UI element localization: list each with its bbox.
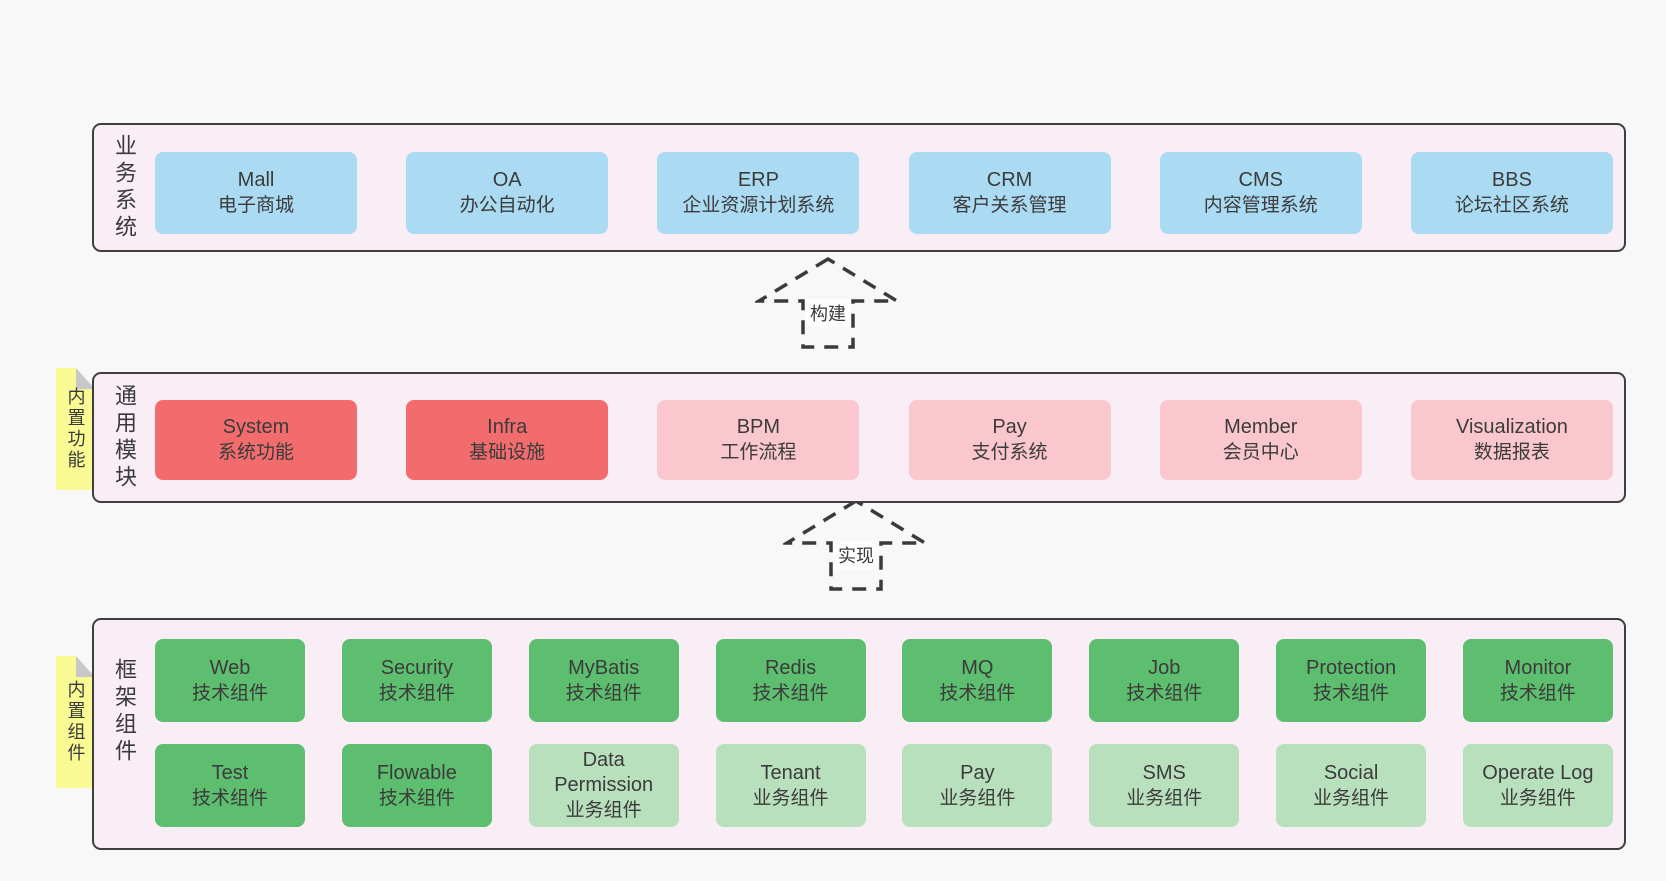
- box-system: System 系统功能: [155, 400, 357, 480]
- layer-label-common: 通用模块: [112, 383, 137, 492]
- arrow-up-icon: [755, 256, 901, 349]
- common-box-row: System 系统功能 Infra 基础设施 BPM 工作流程 Pay 支付系统…: [155, 400, 1613, 480]
- box-mq: MQ 技术组件: [902, 639, 1053, 722]
- framework-box-row-1: Web 技术组件 Security 技术组件 MyBatis 技术组件 Redi…: [155, 639, 1613, 722]
- layer-label-framework: 框架组件: [112, 658, 137, 766]
- box-monitor: Monitor 技术组件: [1462, 639, 1613, 722]
- box-bpm: BPM 工作流程: [657, 400, 860, 480]
- box-operate-log: Operate Log 业务组件: [1462, 744, 1613, 827]
- framework-box-row-2: Test 技术组件 Flowable 技术组件 Data Permission …: [155, 744, 1613, 827]
- layer-framework-components: 框架组件 Web 技术组件 Security 技术组件 MyBatis 技术组件…: [92, 618, 1626, 850]
- box-protection: Protection 技术组件: [1276, 639, 1427, 722]
- box-test: Test 技术组件: [155, 744, 305, 827]
- sticky-note-builtin-components: 内置组件: [56, 656, 95, 788]
- layer-label-business: 业务系统: [112, 133, 137, 242]
- layer-business-systems: 业务系统 Mall 电子商城 OA 办公自动化 ERP 企业资源计划系统 CRM…: [92, 123, 1626, 252]
- box-crm: CRM 客户关系管理: [908, 152, 1111, 234]
- box-security: Security 技术组件: [341, 639, 492, 722]
- arrow-up-icon: [783, 498, 929, 591]
- box-social: Social 业务组件: [1276, 744, 1427, 827]
- box-bbs: BBS 论坛社区系统: [1410, 152, 1613, 234]
- box-visualization: Visualization 数据报表: [1410, 400, 1613, 480]
- arrow-implement: 实现: [783, 497, 929, 593]
- box-mall: Mall 电子商城: [155, 152, 357, 234]
- layer-common-modules: 通用模块 System 系统功能 Infra 基础设施 BPM 工作流程 Pay…: [92, 372, 1626, 503]
- box-data-permission: Data Permission 业务组件: [528, 744, 679, 827]
- business-box-row: Mall 电子商城 OA 办公自动化 ERP 企业资源计划系统 CRM 客户关系…: [155, 152, 1613, 234]
- box-infra: Infra 基础设施: [406, 400, 609, 480]
- box-flowable: Flowable 技术组件: [341, 744, 492, 827]
- box-cms: CMS 内容管理系统: [1159, 152, 1362, 234]
- sticky-note-builtin-features: 内置功能: [56, 368, 95, 490]
- arrow-label-build: 构建: [805, 299, 851, 327]
- box-sms: SMS 业务组件: [1089, 744, 1240, 827]
- box-tenant: Tenant 业务组件: [715, 744, 866, 827]
- box-pay-component: Pay 业务组件: [902, 744, 1053, 827]
- box-oa: OA 办公自动化: [406, 152, 609, 234]
- box-mybatis: MyBatis 技术组件: [528, 639, 679, 722]
- box-erp: ERP 企业资源计划系统: [657, 152, 860, 234]
- arrow-build: 构建: [755, 255, 901, 351]
- arrow-label-implement: 实现: [833, 541, 879, 569]
- box-web: Web 技术组件: [155, 639, 305, 722]
- box-member: Member 会员中心: [1159, 400, 1362, 480]
- box-pay: Pay 支付系统: [908, 400, 1111, 480]
- box-redis: Redis 技术组件: [715, 639, 866, 722]
- box-job: Job 技术组件: [1089, 639, 1240, 722]
